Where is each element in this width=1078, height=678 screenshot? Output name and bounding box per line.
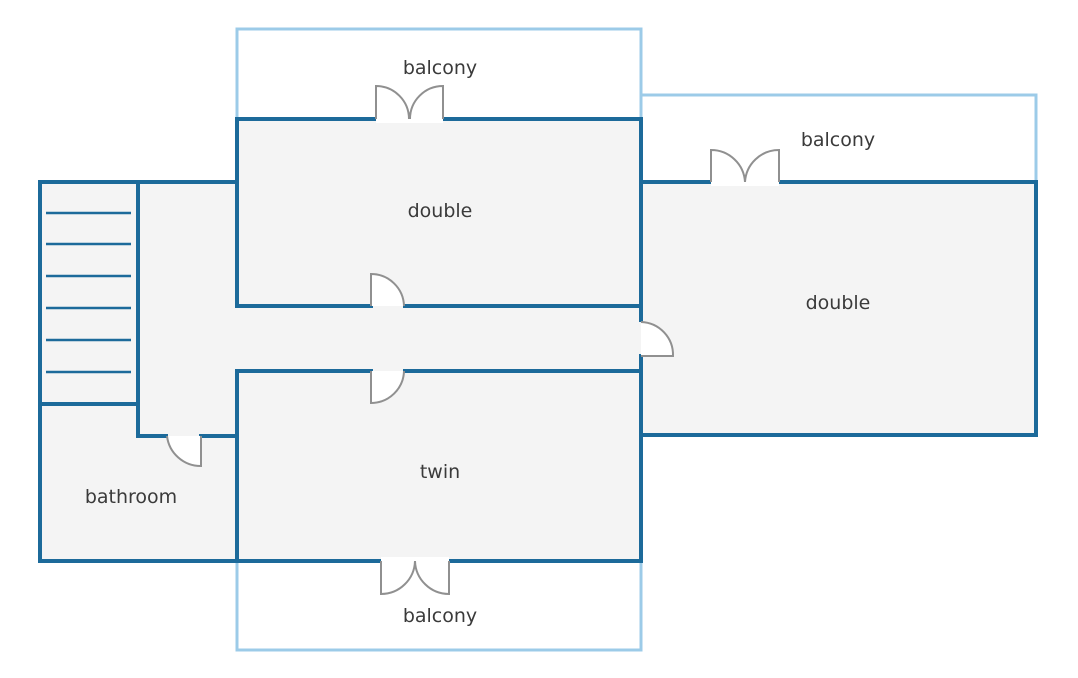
room-double-right-floor — [641, 182, 1036, 435]
floor-areas — [40, 119, 1036, 561]
door-swing-icon[interactable] — [370, 370, 405, 405]
room-double-top-floor — [237, 119, 641, 307]
label-balcony-top: balcony — [403, 57, 477, 79]
label-balcony-bottom: balcony — [403, 605, 477, 627]
stair-floor — [40, 182, 138, 404]
hall-horizontal-floor — [138, 306, 641, 372]
walls — [38, 117, 1038, 563]
wall-double-right — [639, 180, 1038, 437]
label-twin: twin — [420, 461, 460, 483]
door-swing-icon[interactable] — [166, 435, 202, 468]
double-door-icon[interactable] — [380, 557, 450, 596]
label-balcony-right: balcony — [801, 129, 875, 151]
wall-double-top — [235, 117, 643, 308]
door-swing-icon[interactable] — [640, 321, 675, 357]
room-twin-floor — [237, 371, 641, 561]
wall-bathroom — [38, 402, 239, 563]
label-double-top: double — [408, 200, 473, 222]
stairs-icon — [46, 211, 131, 374]
label-double-right: double — [806, 292, 871, 314]
door-swing-icon[interactable] — [370, 272, 405, 307]
double-door-icon[interactable] — [375, 84, 444, 123]
doors — [166, 84, 780, 596]
double-door-icon[interactable] — [710, 148, 780, 186]
label-bathroom: bathroom — [85, 486, 177, 508]
